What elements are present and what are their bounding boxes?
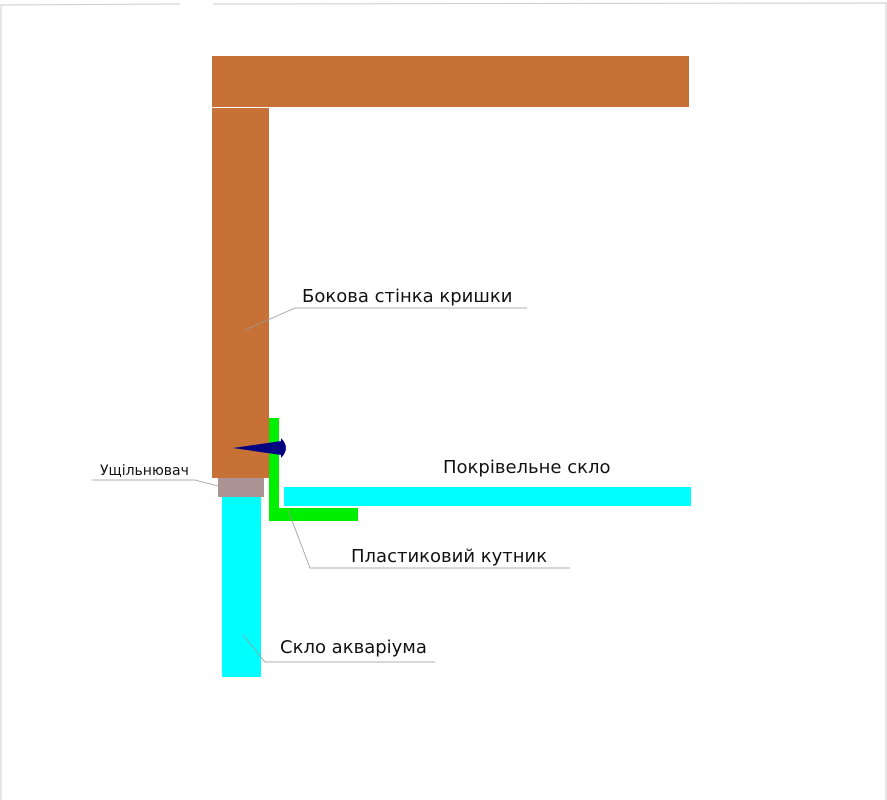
leader-plastic-angle [287,509,570,569]
leader-seal [92,479,219,487]
label-cover-glass: Покрівельне скло [443,457,611,478]
plastic-angle [269,418,358,521]
leader-lid-side-wall [244,307,527,331]
leader-aquarium-glass [242,634,435,663]
screw-icon [233,438,286,458]
label-seal: Ущільнювач [100,463,189,479]
lid-side-wall [212,108,269,478]
seal [218,478,264,497]
label-lid-side-wall: Бокова стінка кришки [302,286,512,307]
label-aquarium-glass: Скло акваріума [280,637,427,658]
lid-top-board [212,56,689,107]
aquarium-glass [222,497,261,677]
label-plastic-angle: Пластиковий кутник [351,546,547,567]
cover-glass [284,487,691,506]
